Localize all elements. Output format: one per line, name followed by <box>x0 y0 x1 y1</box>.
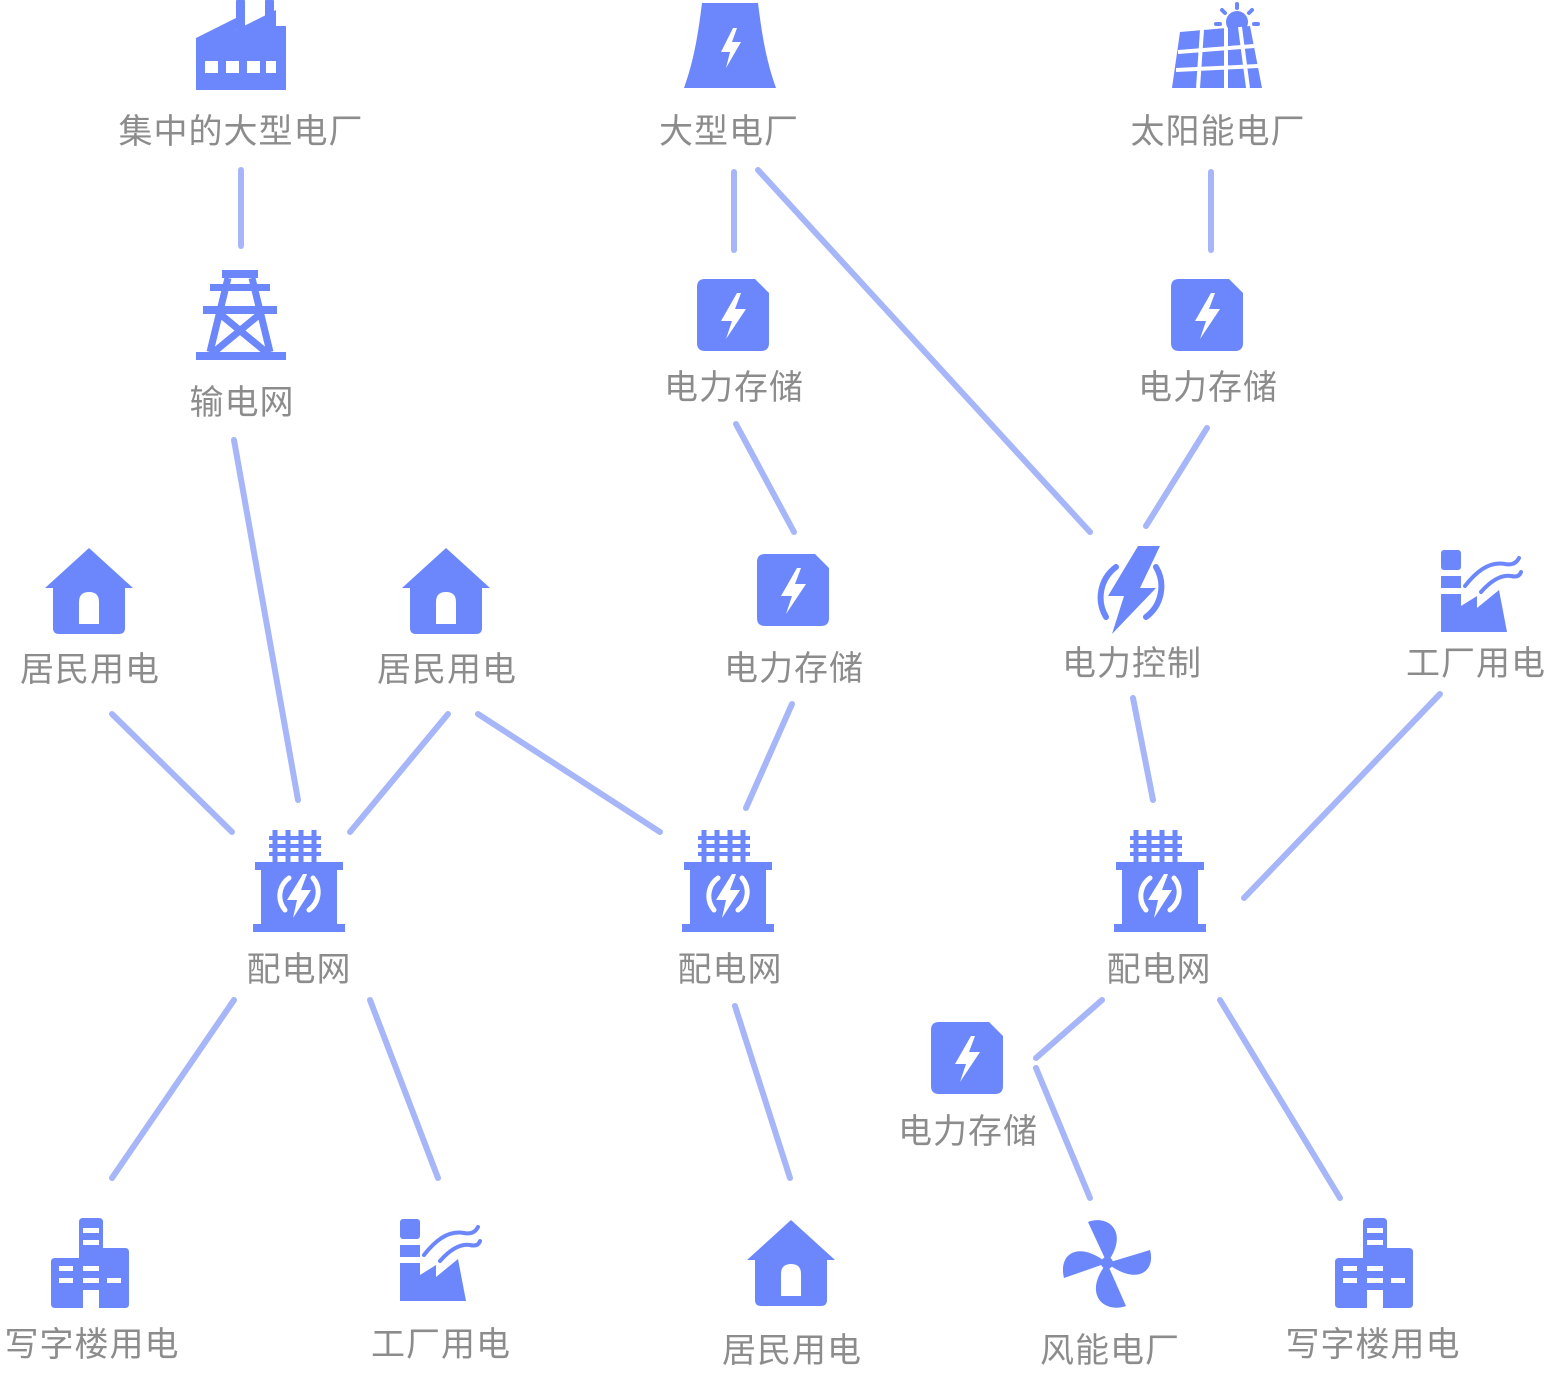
node-storage-2: 电力存储 <box>1138 279 1278 408</box>
node-storage-3: 电力存储 <box>724 554 864 689</box>
transformer-icon <box>253 830 345 932</box>
edge-storage-distribution <box>743 701 795 811</box>
node-label: 电力控制 <box>1062 644 1202 684</box>
node-label: 集中的大型电厂 <box>119 112 364 152</box>
node-solar-plant: 太阳能电厂 <box>1131 2 1306 152</box>
node-label: 风能电厂 <box>1040 1331 1180 1371</box>
node-distribution-2: 配电网 <box>678 830 783 990</box>
node-transmission-grid: 输电网 <box>190 270 295 423</box>
node-residential-2: 居民用电 <box>377 548 517 690</box>
factory-icon <box>196 0 286 90</box>
node-large-plant: 大型电厂 <box>659 3 799 152</box>
office-building-icon <box>51 1218 129 1308</box>
edge-distribution-residential <box>732 1003 793 1181</box>
node-label: 写字楼用电 <box>1286 1325 1461 1365</box>
node-office-use-1: 写字楼用电 <box>5 1218 180 1365</box>
node-label: 电力存储 <box>898 1112 1038 1152</box>
edge-transmission-distribution <box>231 437 301 803</box>
node-label: 写字楼用电 <box>5 1325 180 1365</box>
edge-distribution-office <box>109 997 237 1181</box>
battery-storage-icon <box>757 554 829 626</box>
edge-factory-distribution <box>1241 691 1443 901</box>
house-icon <box>747 1220 835 1306</box>
node-residential-1: 居民用电 <box>20 548 160 690</box>
node-power-control: 电力控制 <box>1062 546 1202 684</box>
edge-distribution-office-2 <box>1217 997 1343 1201</box>
edge-storage-wind <box>1033 1065 1093 1201</box>
battery-storage-icon <box>697 279 769 351</box>
node-label: 配电网 <box>247 950 352 990</box>
node-central-plant: 集中的大型电厂 <box>119 0 364 152</box>
battery-storage-icon <box>931 1022 1003 1094</box>
node-storage-1: 电力存储 <box>664 279 804 408</box>
edge-residential-distribution-2 <box>347 711 451 835</box>
node-wind-plant: 风能电厂 <box>1040 1220 1180 1371</box>
transformer-icon <box>682 830 774 932</box>
node-label: 居民用电 <box>20 650 160 690</box>
node-label: 配电网 <box>678 950 783 990</box>
solar-panel-icon <box>1170 2 1264 90</box>
node-residential-3: 居民用电 <box>722 1220 862 1371</box>
node-factory-use-1: 工厂用电 <box>1406 548 1546 684</box>
cooling-tower-icon <box>684 3 776 88</box>
edge-residential-distribution-1 <box>109 711 235 835</box>
edge-distribution-storage <box>1033 997 1105 1061</box>
node-label: 配电网 <box>1107 950 1212 990</box>
edge-control-distribution <box>1130 695 1156 803</box>
connector-lines <box>109 167 1443 1201</box>
house-icon <box>45 548 133 634</box>
edge-large-plant-control <box>755 167 1093 535</box>
node-distribution-3: 配电网 <box>1107 830 1212 990</box>
house-icon <box>402 548 490 634</box>
edge-storage-control <box>1143 425 1210 529</box>
office-building-icon <box>1335 1218 1413 1308</box>
transformer-icon <box>1114 830 1206 932</box>
transmission-tower-icon <box>196 270 286 360</box>
node-label: 太阳能电厂 <box>1131 112 1306 152</box>
node-distribution-1: 配电网 <box>247 830 352 990</box>
node-factory-use-2: 工厂用电 <box>371 1217 511 1365</box>
node-label: 工厂用电 <box>1406 644 1546 684</box>
node-label: 工厂用电 <box>371 1325 511 1365</box>
node-office-use-2: 写字楼用电 <box>1286 1218 1461 1365</box>
wind-turbine-icon <box>1062 1220 1152 1308</box>
node-label: 居民用电 <box>722 1331 862 1371</box>
node-label: 电力存储 <box>724 649 864 689</box>
lightning-control-icon <box>1101 546 1162 634</box>
industry-icon <box>1439 548 1523 634</box>
edge-storage-storage <box>733 421 797 535</box>
node-storage-4: 电力存储 <box>898 1022 1038 1152</box>
battery-storage-icon <box>1171 279 1243 351</box>
node-label: 居民用电 <box>377 650 517 690</box>
edge-residential-distribution-3 <box>475 711 663 835</box>
node-label: 电力存储 <box>664 368 804 408</box>
node-label: 输电网 <box>190 383 295 423</box>
edge-distribution-factory <box>367 997 441 1181</box>
industry-icon <box>398 1217 482 1303</box>
node-label: 大型电厂 <box>659 112 799 152</box>
node-label: 电力存储 <box>1138 368 1278 408</box>
